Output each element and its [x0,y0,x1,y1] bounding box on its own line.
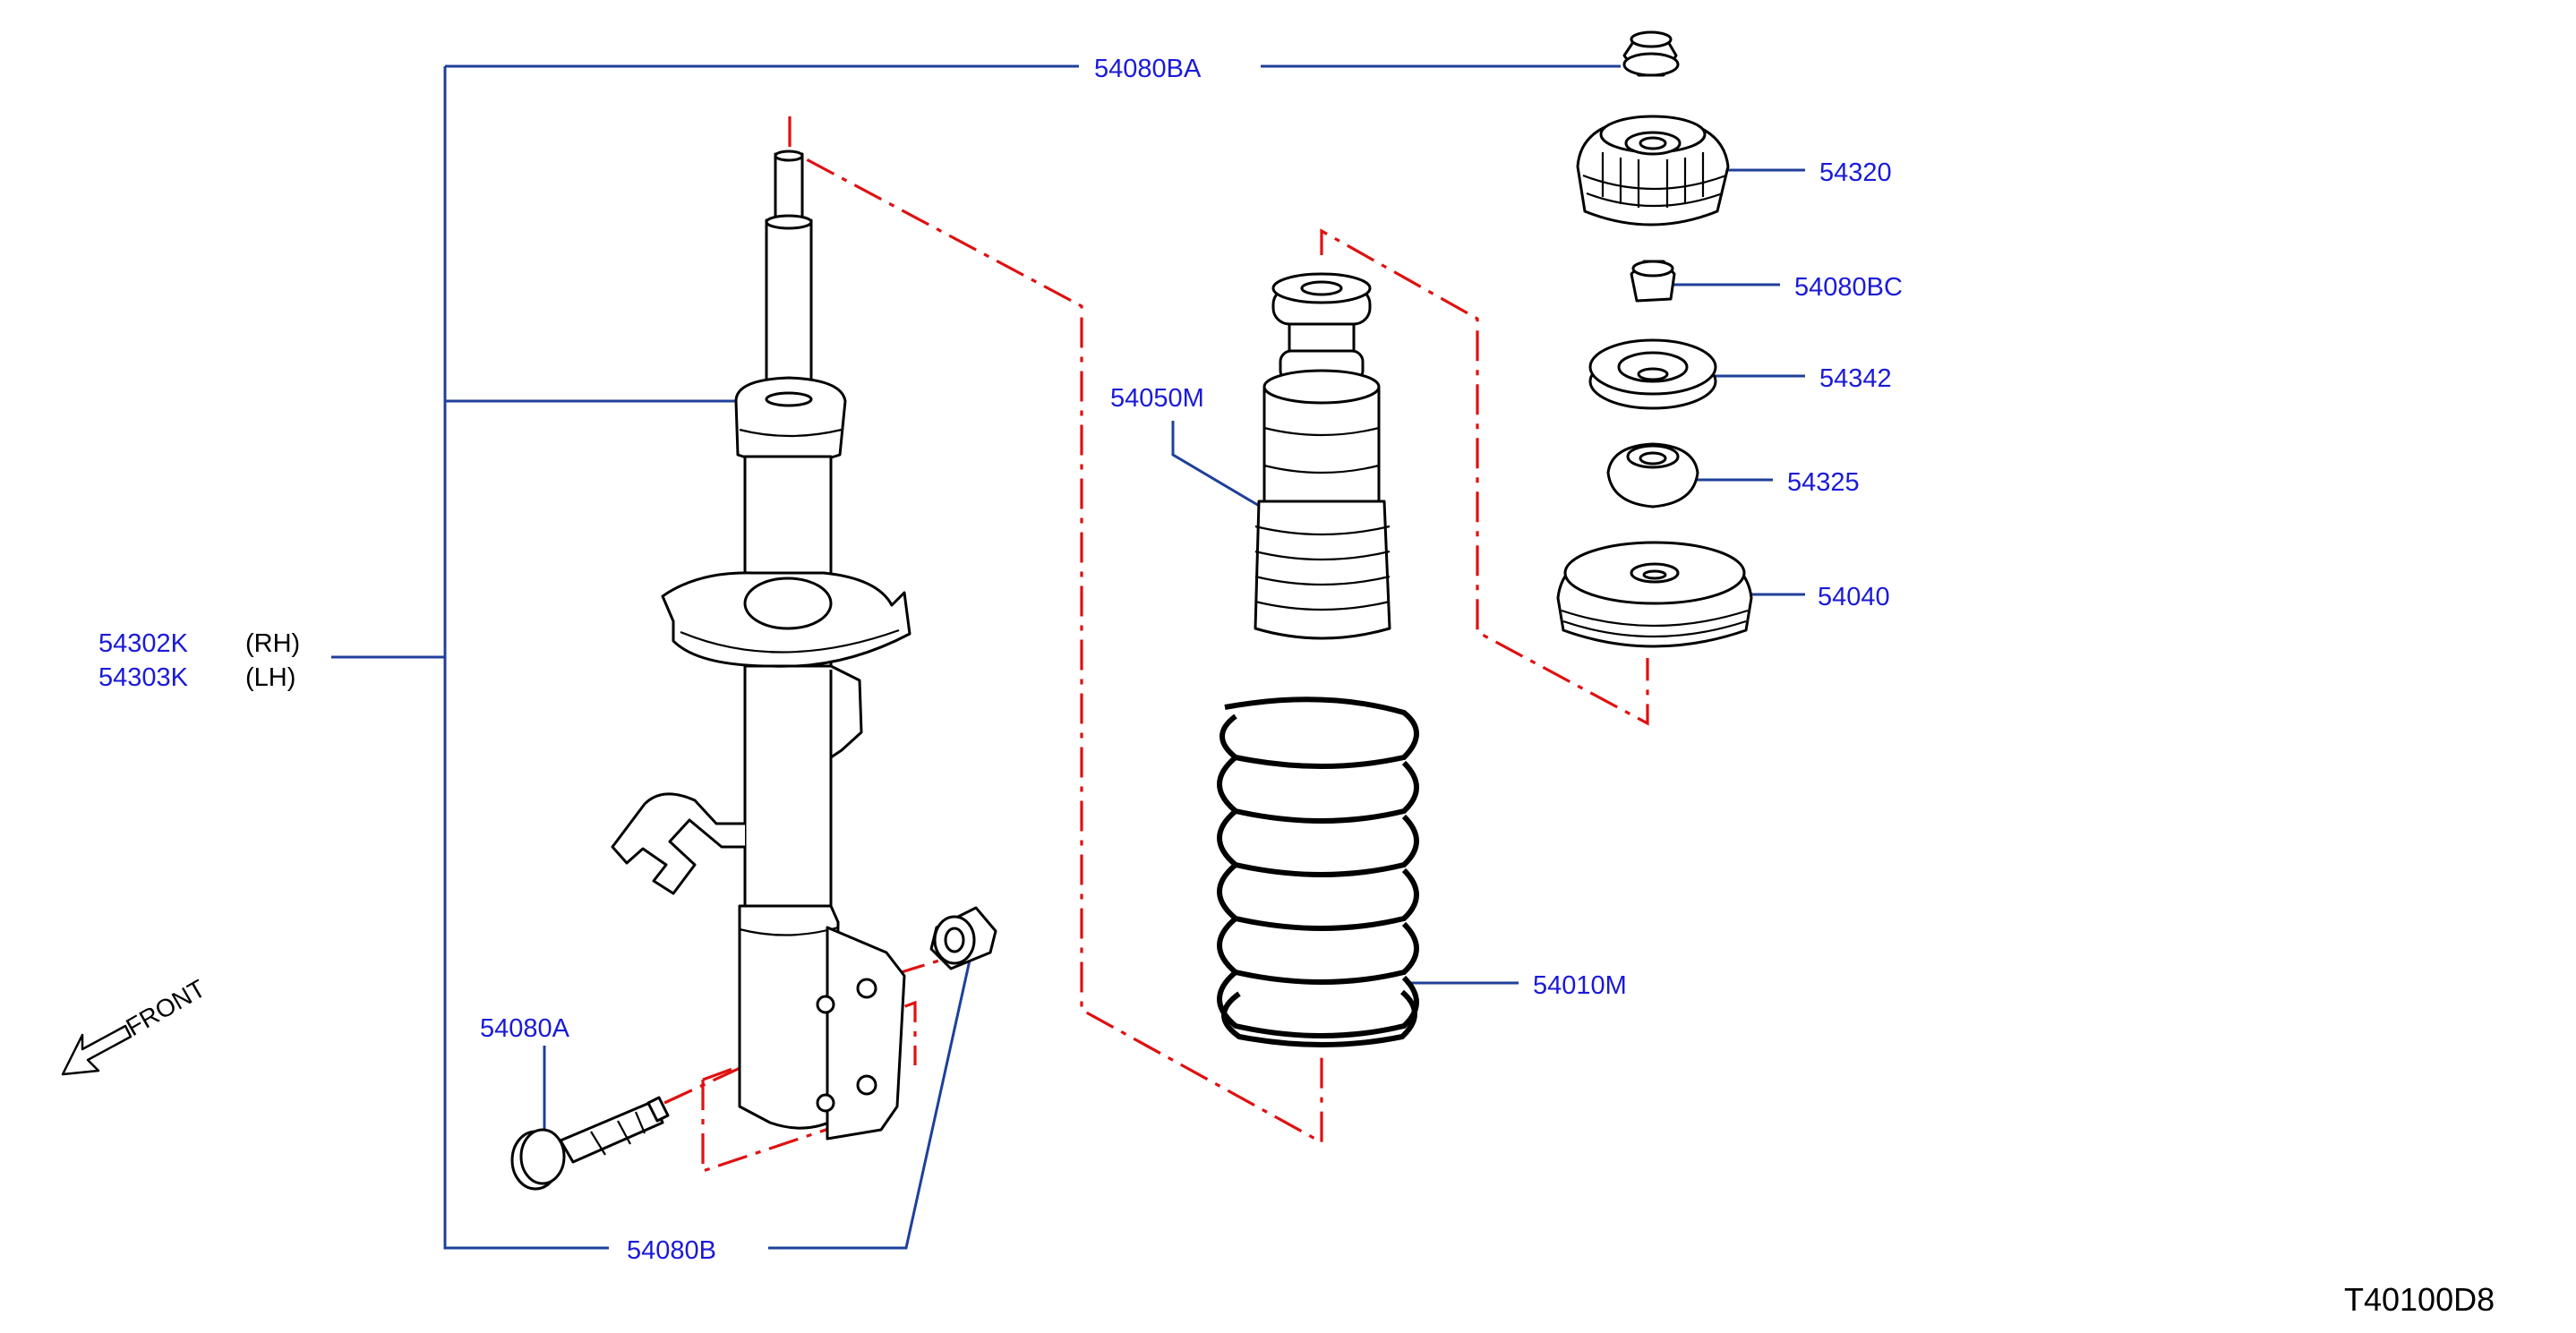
bracket-hole-2 [856,978,877,999]
front-direction-indicator: FRONT [61,974,210,1076]
mount-insulator-54320 [1576,115,1730,226]
front-label: FRONT [122,974,210,1041]
callout-54010M: 54010M [1533,971,1627,1000]
nut-54080BA [1622,30,1680,77]
leader-strut-bracket [443,66,972,1250]
front-arrow-icon [61,1024,133,1076]
callout-54325: 54325 [1787,468,1860,497]
phantom-bolt-axis [663,1047,782,1105]
callout-54080A: 54080A [480,1014,570,1043]
dust-cap [734,376,847,466]
callout-54320: 54320 [1819,158,1892,187]
phantom-bumper-outline [1320,228,1649,726]
knuckle-bracket [826,926,906,1141]
strut-assembly [611,150,911,1141]
phantom-strut-outline [788,116,1323,1145]
bearing-54325 [1606,442,1699,508]
callout-labels: 54080BA 54320 54080BC 54342 54325 54040 … [98,55,1903,1265]
bracket-hole-1 [816,995,835,1014]
seat-bracket [745,664,863,759]
bracket-hole-4 [856,1074,877,1096]
upper-seat-54040 [1556,541,1753,648]
bolt-54080A [510,1096,670,1191]
callout-54080BA: 54080BA [1094,55,1202,83]
leader-lines [331,64,1805,1250]
rod-tip [774,152,804,222]
callout-strut-rh-side: (RH) [245,629,300,658]
piston-rod [765,218,813,401]
diagram-code: T40100D8 [2344,1281,2495,1318]
bearing-seat-54342 [1588,338,1717,410]
callout-54342: 54342 [1819,364,1892,393]
callout-strut-lh-side: (LH) [245,663,295,692]
nut-54080BC [1630,260,1676,303]
coil-spring-54010M [1217,696,1419,1047]
bracket-hole-3 [816,1093,835,1113]
callout-54080B: 54080B [627,1236,716,1265]
leader-54050M [1171,421,1262,508]
callout-54040: 54040 [1818,583,1890,611]
strut-cylinder [743,455,833,927]
bound-bumper-54050M [1254,272,1391,640]
nut-54080B [929,906,997,970]
callout-strut-lh-code: 54303K [98,663,189,692]
callout-54050M: 54050M [1110,384,1204,413]
callout-54080BC: 54080BC [1794,273,1903,302]
hose-bracket [611,792,745,895]
callout-strut-rh-code: 54302K [98,629,189,658]
